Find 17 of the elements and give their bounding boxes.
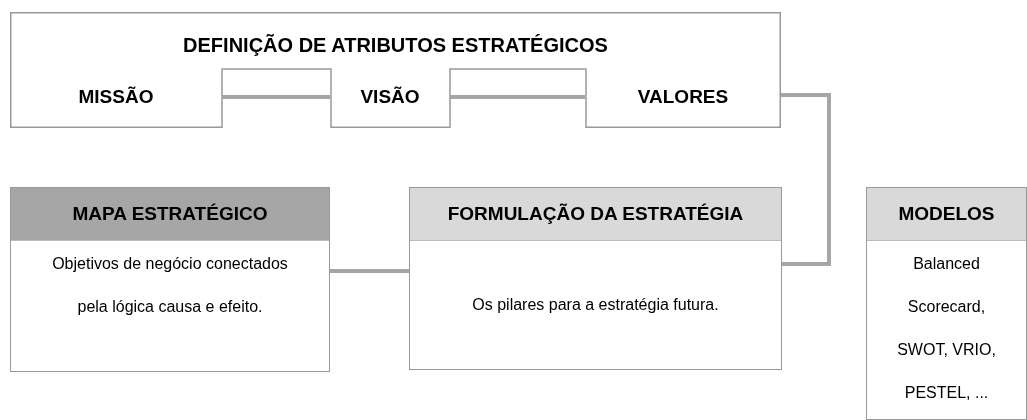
card-header: FORMULAÇÃO DA ESTRATÉGIA xyxy=(410,188,781,241)
info-card xyxy=(10,187,330,372)
connector-line xyxy=(330,269,409,273)
connector-line xyxy=(781,93,831,266)
attribute-label: MISSÃO xyxy=(10,69,222,125)
connector-line xyxy=(222,95,330,99)
info-card xyxy=(409,187,782,370)
group-title: DEFINIÇÃO DE ATRIBUTOS ESTRATÉGICOS xyxy=(182,34,609,57)
attribute-label: VALORES xyxy=(585,69,781,125)
connector-line xyxy=(450,95,585,99)
info-card xyxy=(866,187,1027,420)
attribute-label: VISÃO xyxy=(330,69,450,125)
card-header: MAPA ESTRATÉGICO xyxy=(11,188,329,241)
card-text: Objetivos de negócio conectados pela lógica causa e efeito. xyxy=(51,254,289,317)
card-header: MODELOS xyxy=(867,188,1026,241)
card-text: Balanced Scorecard, SWOT, VRIO, PESTEL, ... xyxy=(896,254,997,403)
card-text: Os pilares para a estratégia futura. xyxy=(472,295,719,315)
